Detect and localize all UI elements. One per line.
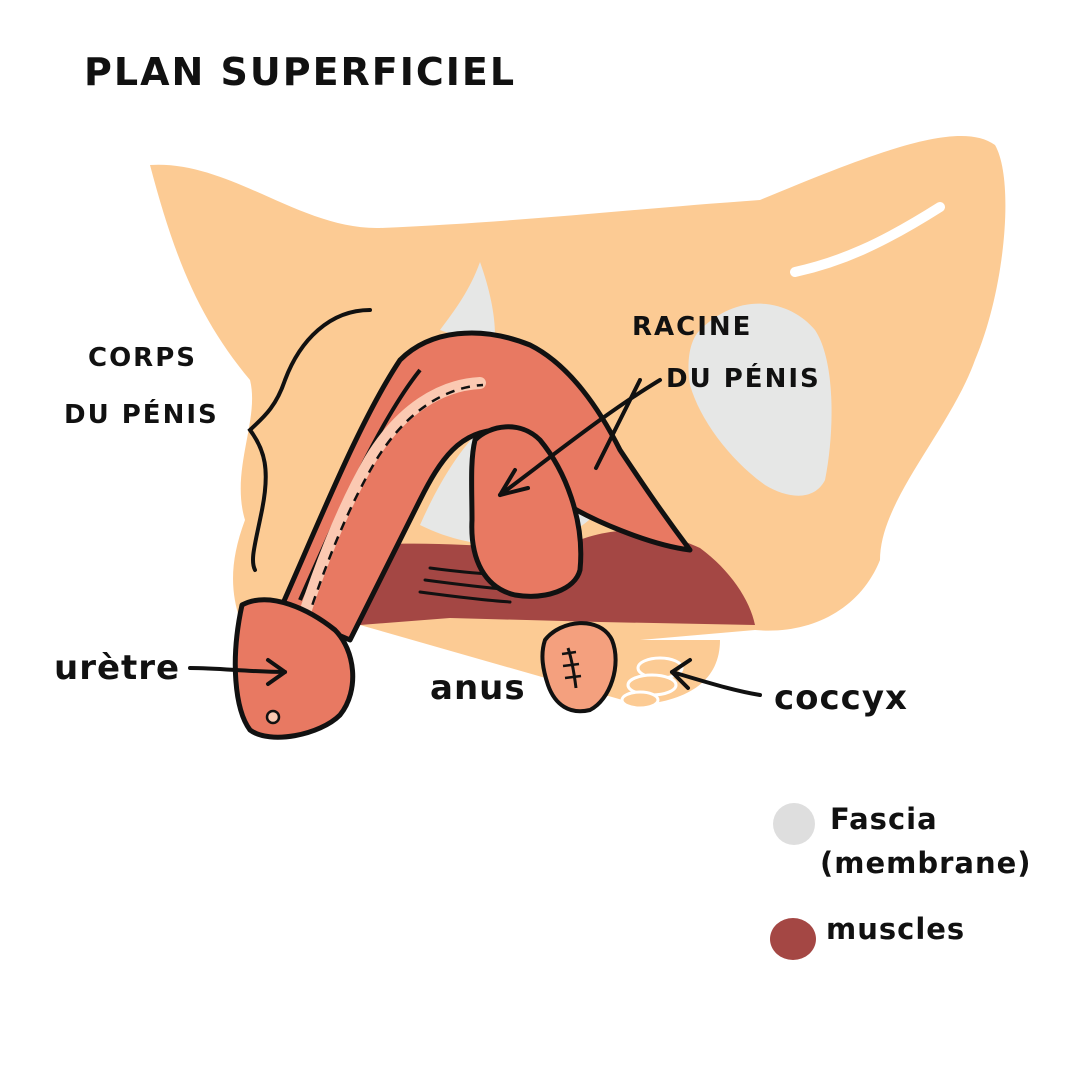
racine-arrow-2: [594, 378, 642, 470]
label-anus: anus: [430, 668, 526, 708]
label-uretre: urètre: [54, 648, 181, 688]
uretre-arrow-head: [266, 658, 287, 686]
racine-arrow: [498, 378, 662, 497]
urethra-dashes: [278, 383, 484, 713]
uretre-arrow: [188, 666, 287, 674]
label-racine-line1: RACINE: [632, 312, 753, 342]
penis-glans: [232, 597, 356, 740]
penis-body: [277, 330, 693, 643]
pelvis-highlight: [790, 202, 945, 277]
urethra-opening: [265, 709, 281, 725]
anus-seam: [566, 647, 578, 689]
legend-fascia-line1: Fascia: [830, 802, 938, 836]
coccyx-arrow: [670, 670, 762, 697]
label-racine-line2: DU PÉNIS: [666, 364, 821, 394]
legend-muscles: muscles: [826, 912, 966, 946]
label-corps-line2: DU PÉNIS: [64, 400, 219, 430]
legend-swatch-fascia: [773, 803, 815, 845]
corps-bracket: [247, 308, 372, 572]
legend-fascia-line2: (membrane): [820, 846, 1032, 880]
coccyx-arrow-head: [670, 658, 692, 690]
page-title: PLAN SUPERFICIEL: [84, 50, 517, 94]
racine-arrow-head: [498, 468, 530, 497]
fascia-top-tip: [440, 262, 495, 337]
anus-stitches: [561, 650, 582, 680]
penis-root: [469, 424, 584, 599]
pointer-lines: [188, 308, 762, 697]
legend-swatch-muscles: [770, 918, 816, 960]
anus-tissue: [540, 621, 618, 714]
label-corps-line1: CORPS: [88, 343, 197, 373]
fascia-patch-right: [688, 303, 832, 496]
label-coccyx: coccyx: [774, 678, 908, 718]
